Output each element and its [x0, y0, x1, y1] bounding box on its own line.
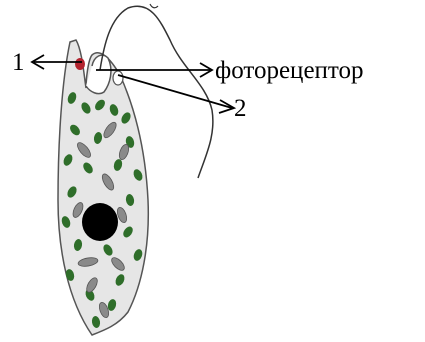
nucleus: [82, 203, 118, 241]
flagellum-tail: [150, 4, 158, 8]
label-1: 1: [12, 49, 25, 76]
photoreceptor-organelle: [113, 71, 123, 85]
label-2: 2: [234, 95, 247, 122]
label-photoreceptor: фоторецептор: [215, 57, 364, 84]
eyespot: [75, 58, 85, 70]
